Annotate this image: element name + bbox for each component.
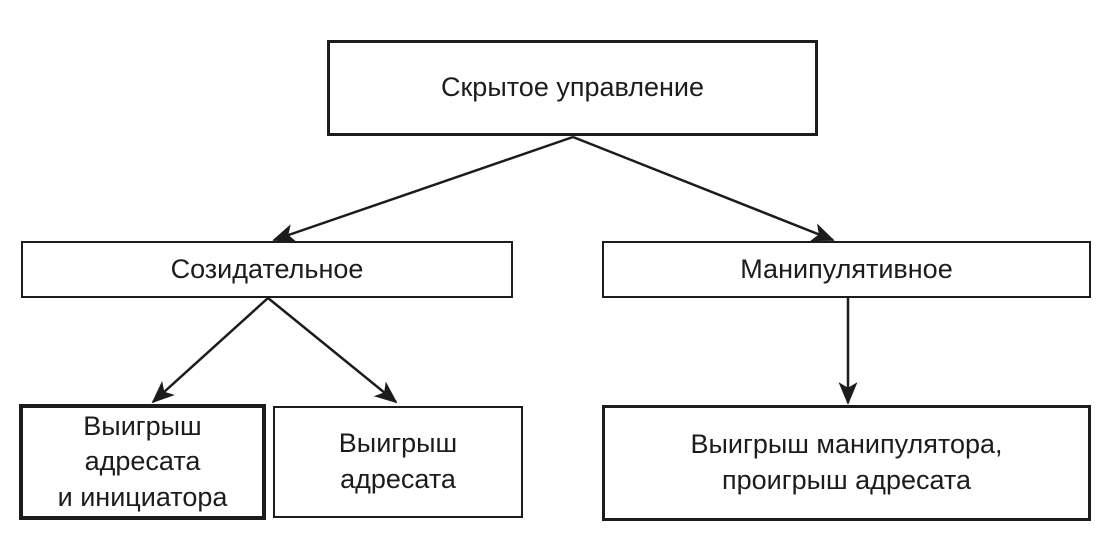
node-win-addressee-label: Выигрыш адресата [338,428,458,494]
arrow-root-to-creative [272,135,574,243]
node-win-addressee: Выигрыш адресата [273,406,523,518]
node-win-addressee-initiator-label: Выигрыш адресата и инициатора [57,410,228,512]
node-win-manipulator-label: Выигрыш манипулятора, проигрыш адресата [690,429,1003,495]
node-hidden-control-label: Скрытое управление [441,72,704,103]
node-creative-label: Созидательное [170,253,364,284]
node-win-manipulator: Выигрыш манипулятора, проигрыш адресата [602,405,1091,521]
node-manipulative-label: Манипулятивное [740,253,953,284]
node-creative: Созидательное [21,241,513,298]
arrow-creative-to-win-addressee [267,297,398,404]
node-hidden-control: Скрытое управление [327,40,818,136]
node-win-addressee-initiator: Выигрыш адресата и инициатора [19,404,266,520]
node-manipulative: Манипулятивное [602,241,1091,298]
arrow-root-to-manipulative [572,135,835,242]
arrow-creative-to-win-addressee-initiator [151,297,269,404]
